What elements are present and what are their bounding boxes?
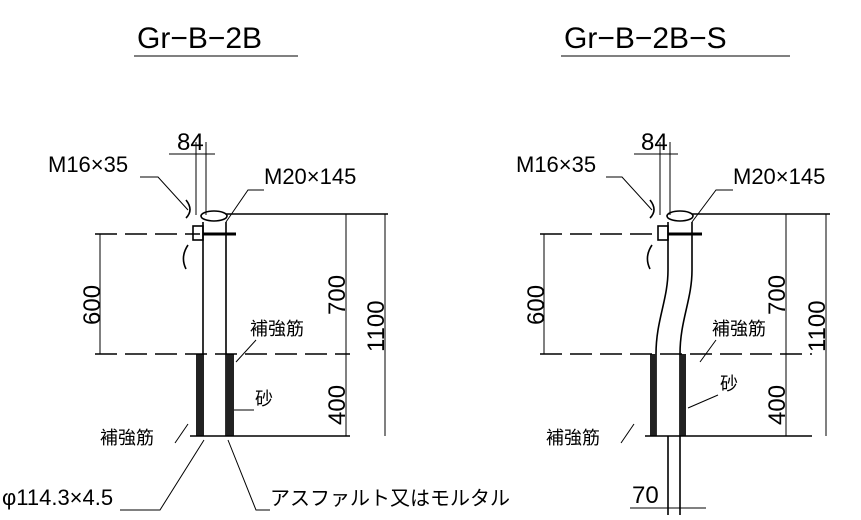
right-bolt-m16-leader <box>606 176 653 211</box>
left-rebar-bottom-label: 補強筋 <box>100 428 154 448</box>
left-dim-1100: 1100 <box>363 300 390 352</box>
left-rebar-bottom-leader <box>174 423 189 444</box>
right-bracket-curve-top <box>649 199 655 219</box>
left-rebar-fill-r <box>226 354 234 436</box>
right-dim-400: 400 <box>764 385 791 425</box>
left-asphalt-leader <box>227 439 270 511</box>
left-bolt-m20-leader <box>225 189 264 223</box>
left-dim-700: 700 <box>324 275 351 315</box>
left-bracket-curve-bottom <box>182 244 189 270</box>
left-rebar-top-leader <box>235 339 257 363</box>
left-rebar-top-label: 補強筋 <box>250 319 304 339</box>
right-rebar-fill-l <box>650 354 656 436</box>
left-rebar-fill-l <box>196 354 204 436</box>
left-pipe-spec-leader <box>120 439 205 511</box>
left-asphalt-label: アスファルト又はモルタル <box>270 487 510 510</box>
right-rebar-top-label: 補強筋 <box>712 319 766 339</box>
right-bracket-curve-bottom <box>646 244 653 270</box>
right-sand-leader <box>687 394 719 409</box>
right-rebar-bottom-leader <box>620 423 635 444</box>
right-bolt-m20-leader <box>691 189 733 223</box>
right-dim-600: 600 <box>523 285 550 325</box>
left-drawing: Gr−B−2B 84 M16×35 M20×145 600 <box>2 22 510 511</box>
right-rebar-fill-r <box>680 354 686 436</box>
right-rebar-bottom-label: 補強筋 <box>546 428 600 448</box>
right-post-line-l <box>655 222 669 436</box>
right-post-line-r <box>679 222 693 436</box>
left-bolt-m16-leader <box>140 176 189 211</box>
right-bolt-m20-label: M20×145 <box>733 164 825 189</box>
left-bracket <box>192 225 204 241</box>
left-post-cap <box>200 210 228 222</box>
left-dim-600: 600 <box>79 285 106 325</box>
right-dim-1100: 1100 <box>804 300 831 352</box>
left-dim-84: 84 <box>177 129 204 156</box>
left-bolt-m20-label: M20×145 <box>264 164 356 189</box>
right-sand-label: 砂 <box>720 374 738 394</box>
right-dim-84: 84 <box>641 129 668 156</box>
right-bracket <box>657 225 669 241</box>
right-dim-700: 700 <box>764 275 791 315</box>
right-title: Gr−B−2B−S <box>564 22 727 55</box>
right-drawing: Gr−B−2B−S 84 M16×35 M20×145 600 <box>516 22 831 515</box>
left-dim-400: 400 <box>324 385 351 425</box>
left-title: Gr−B−2B <box>137 22 262 55</box>
left-pipe-spec-label: φ114.3×4.5 <box>2 485 113 510</box>
right-post-cap <box>666 210 694 222</box>
right-rebar-top-leader <box>699 339 717 363</box>
right-bolt-m16-label: M16×35 <box>516 152 596 177</box>
right-dim-70: 70 <box>632 482 659 509</box>
left-sand-label: 砂 <box>255 389 273 409</box>
left-bracket-curve-top <box>185 199 191 219</box>
left-bolt-m16-label: M16×35 <box>48 152 128 177</box>
